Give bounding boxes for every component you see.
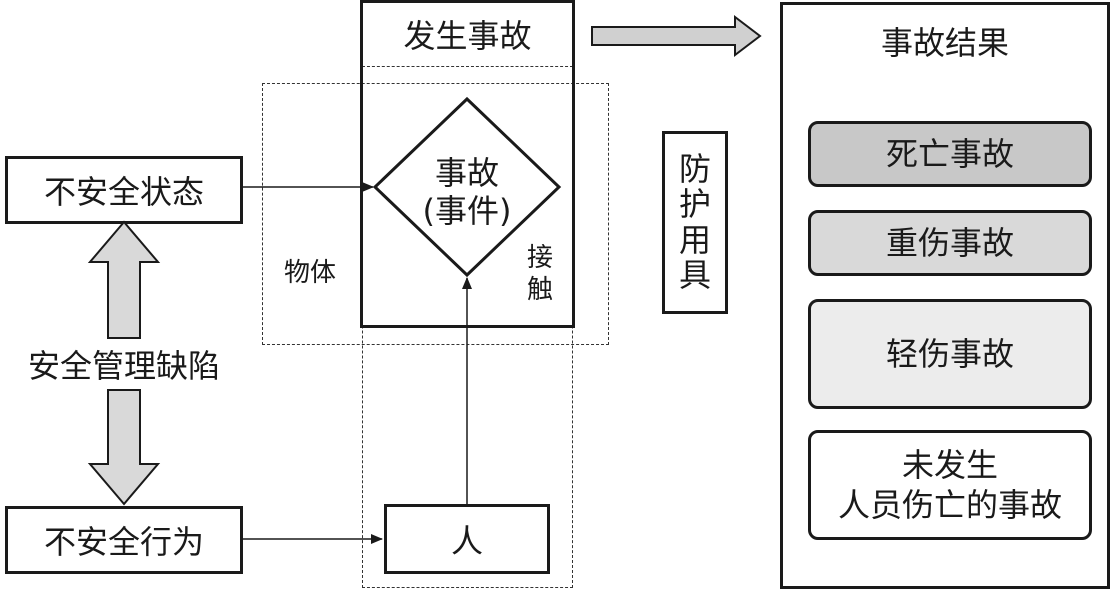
result-minor-injury: 轻伤事故	[808, 299, 1092, 409]
unsafe-act-label: 不安全行为	[43, 523, 204, 561]
result-minor-injury-label: 轻伤事故	[885, 335, 1014, 373]
results-title: 事故结果	[783, 14, 1107, 68]
mgmt-arrow-up	[87, 220, 161, 339]
mgmt-defect-text: 安全管理缺陷	[27, 347, 220, 385]
object-label: 物体	[284, 258, 336, 288]
accident-event-line1: 事故	[435, 154, 499, 192]
unsafe-act-box: 不安全行为	[5, 506, 243, 574]
result-no-casualty-line2: 人员伤亡的事故	[837, 486, 1062, 524]
ppe-char: 具	[678, 255, 711, 294]
ppe-char: 用	[678, 220, 711, 259]
result-serious-injury: 重伤事故	[808, 210, 1092, 276]
result-death-label: 死亡事故	[885, 135, 1014, 173]
person-box: 人	[384, 504, 550, 574]
result-serious-injury-label: 重伤事故	[885, 224, 1014, 262]
person-label: 人	[450, 522, 483, 560]
accident-occurs-title: 发生事故	[363, 3, 572, 65]
result-no-casualty: 未发生 人员伤亡的事故	[808, 430, 1092, 540]
arrow-to-results	[591, 14, 762, 58]
accident-event-line2: (事件)	[423, 192, 512, 230]
ppe-char: 护	[678, 185, 711, 224]
ppe-label: 防 护 用 具	[678, 150, 711, 294]
mgmt-defect-label: 安全管理缺陷	[5, 338, 243, 390]
results-title-label: 事故结果	[880, 24, 1009, 62]
result-death: 死亡事故	[808, 121, 1092, 187]
contact-char: 接	[527, 243, 553, 273]
accident-event-diamond	[372, 96, 562, 278]
ppe-box: 防 护 用 具	[662, 131, 728, 314]
object-contact-region	[262, 83, 609, 345]
result-no-casualty-line1: 未发生	[901, 446, 998, 484]
mgmt-arrow-down	[87, 389, 161, 506]
unsafe-state-box: 不安全状态	[5, 156, 243, 224]
contact-char: 触	[527, 275, 553, 305]
accident-occurs-label: 发生事故	[403, 17, 532, 55]
unsafe-state-label: 不安全状态	[43, 173, 204, 211]
ppe-char: 防	[678, 150, 711, 189]
